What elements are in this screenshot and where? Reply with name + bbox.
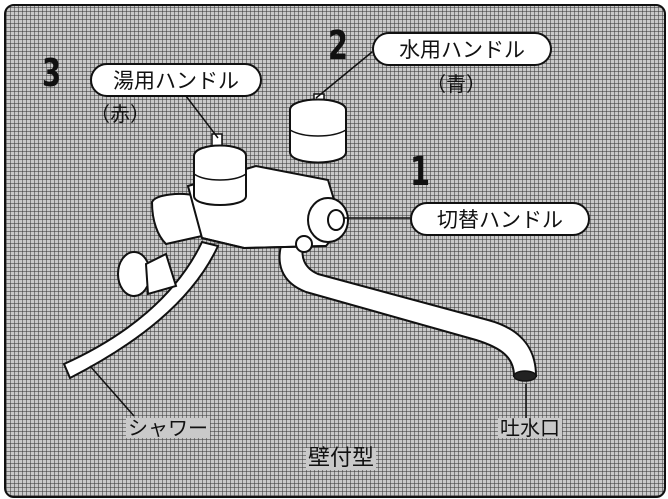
hot-handle-label: 湯用ハンドル	[90, 63, 262, 97]
number-3: 3	[42, 51, 62, 95]
cold-handle-label: 水用ハンドル	[372, 32, 552, 66]
faucet-illustration	[62, 51, 538, 418]
diagram-frame: 3 湯用ハンドル （赤） 2 水用ハンドル （青） 1 切替ハンドル シャワー …	[4, 4, 666, 498]
switch-handle-label: 切替ハンドル	[410, 202, 590, 236]
spout-pipe	[278, 240, 538, 382]
leader-lines	[89, 51, 527, 418]
shower-hose	[62, 240, 220, 380]
hot-handle-knob	[193, 133, 247, 206]
wall-mount	[117, 193, 204, 297]
number-2: 2	[328, 23, 349, 69]
number-1: 1	[410, 149, 431, 195]
cold-color-label: （青）	[426, 72, 486, 96]
spout-label: 吐水口	[498, 416, 562, 440]
shower-label: シャワー	[126, 416, 210, 440]
caption-wall-mounted: 壁付型	[306, 446, 377, 471]
hot-color-label: （赤）	[90, 102, 150, 126]
switch-knob	[307, 197, 349, 243]
cold-handle-knob	[289, 93, 347, 164]
